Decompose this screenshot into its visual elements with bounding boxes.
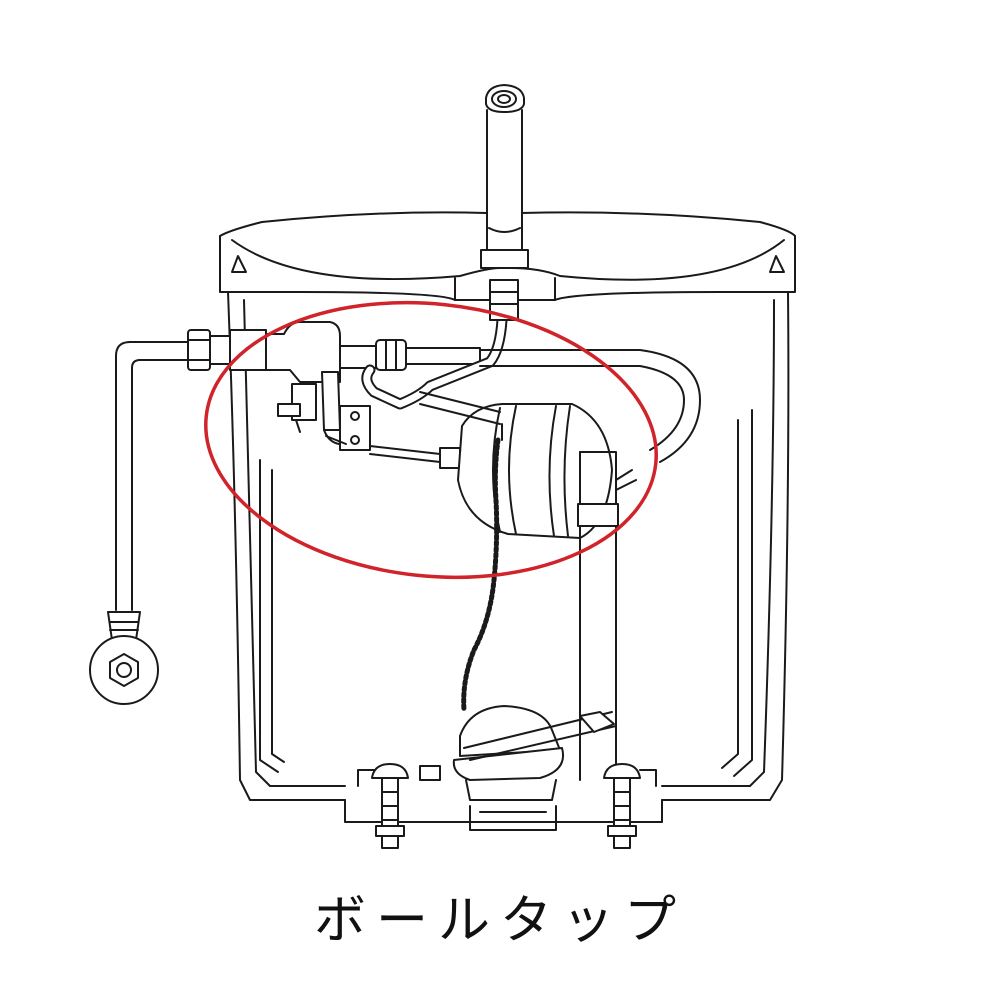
tank-bolt-left xyxy=(372,764,408,848)
overflow-pipe xyxy=(578,452,636,780)
flapper-valve xyxy=(454,706,616,830)
flush-chain xyxy=(464,424,502,710)
supply-pipe xyxy=(90,342,228,704)
tank-bolt-right xyxy=(604,764,640,848)
tank-lid xyxy=(220,212,795,300)
ball-tap-caption: ボールタップ xyxy=(313,891,686,951)
tank-base-nubs xyxy=(420,766,440,780)
overflow-tube xyxy=(480,350,700,462)
ball-tap-valve xyxy=(188,280,518,468)
faucet-spout xyxy=(481,85,528,268)
ball-tap-highlight-ellipse xyxy=(192,281,670,599)
